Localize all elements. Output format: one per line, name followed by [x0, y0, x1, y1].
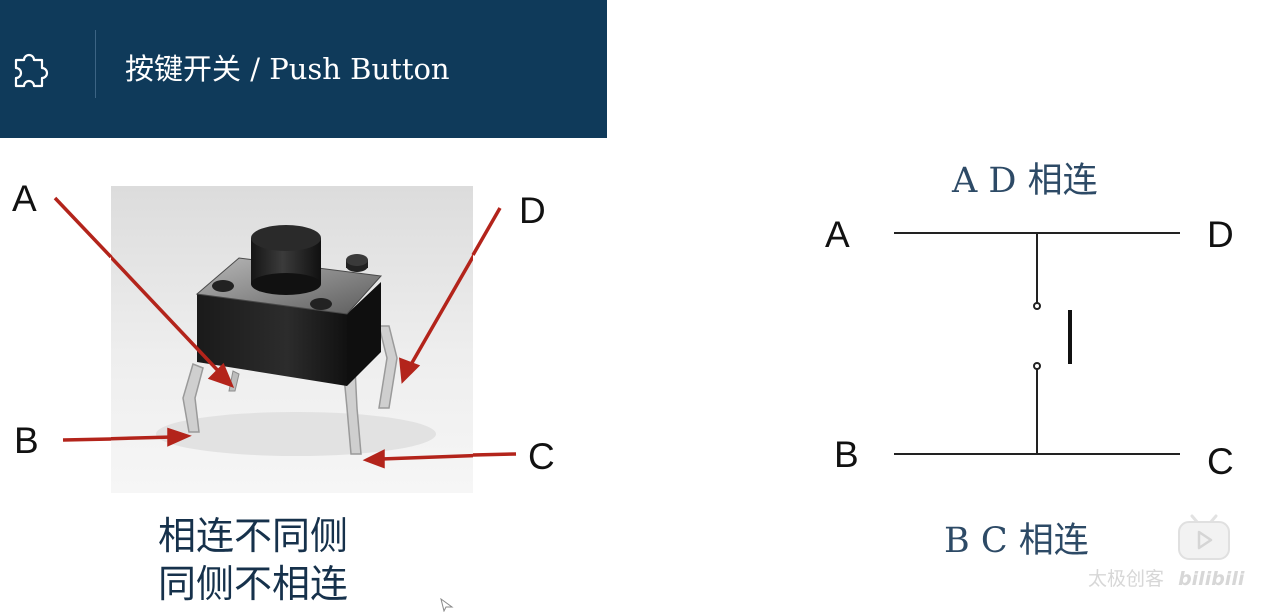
schematic-top-note: A D 相连: [952, 161, 1098, 201]
watermark-channel: 太极创客 bilibili: [1088, 564, 1244, 591]
schematic-label-b: B: [834, 434, 859, 475]
photo-caption: 相连不同侧 同侧不相连: [158, 512, 388, 608]
schematic-label-a: A: [825, 214, 850, 255]
contact-top: [1033, 302, 1041, 310]
photo-label-d: D: [519, 190, 546, 231]
bilibili-tv-icon: [1178, 514, 1230, 560]
contact-bottom: [1033, 362, 1041, 370]
switch-schematic: [894, 232, 1180, 455]
photo-label-b: B: [14, 420, 39, 461]
schematic-bottom-note: B C 相连: [944, 521, 1089, 561]
caption-line-2: 同侧不相连: [158, 562, 349, 606]
photo-label-a: A: [12, 178, 37, 219]
watermark-channel-name: 太极创客: [1088, 568, 1165, 590]
push-button-photo: [111, 186, 473, 493]
schematic-label-c: C: [1207, 441, 1234, 482]
photo-label-c: C: [528, 436, 555, 477]
header-divider: [95, 30, 96, 98]
slide-header: 按键开关 / Push Button: [0, 0, 607, 138]
page-title: 按键开关 / Push Button: [125, 52, 450, 86]
mouse-cursor-icon: [440, 598, 454, 612]
schematic-label-d: D: [1207, 214, 1234, 255]
caption-line-1: 相连不同侧: [158, 514, 349, 558]
watermark-bilibili-logo: bilibili: [1178, 568, 1245, 590]
puzzle-icon: [14, 53, 49, 88]
